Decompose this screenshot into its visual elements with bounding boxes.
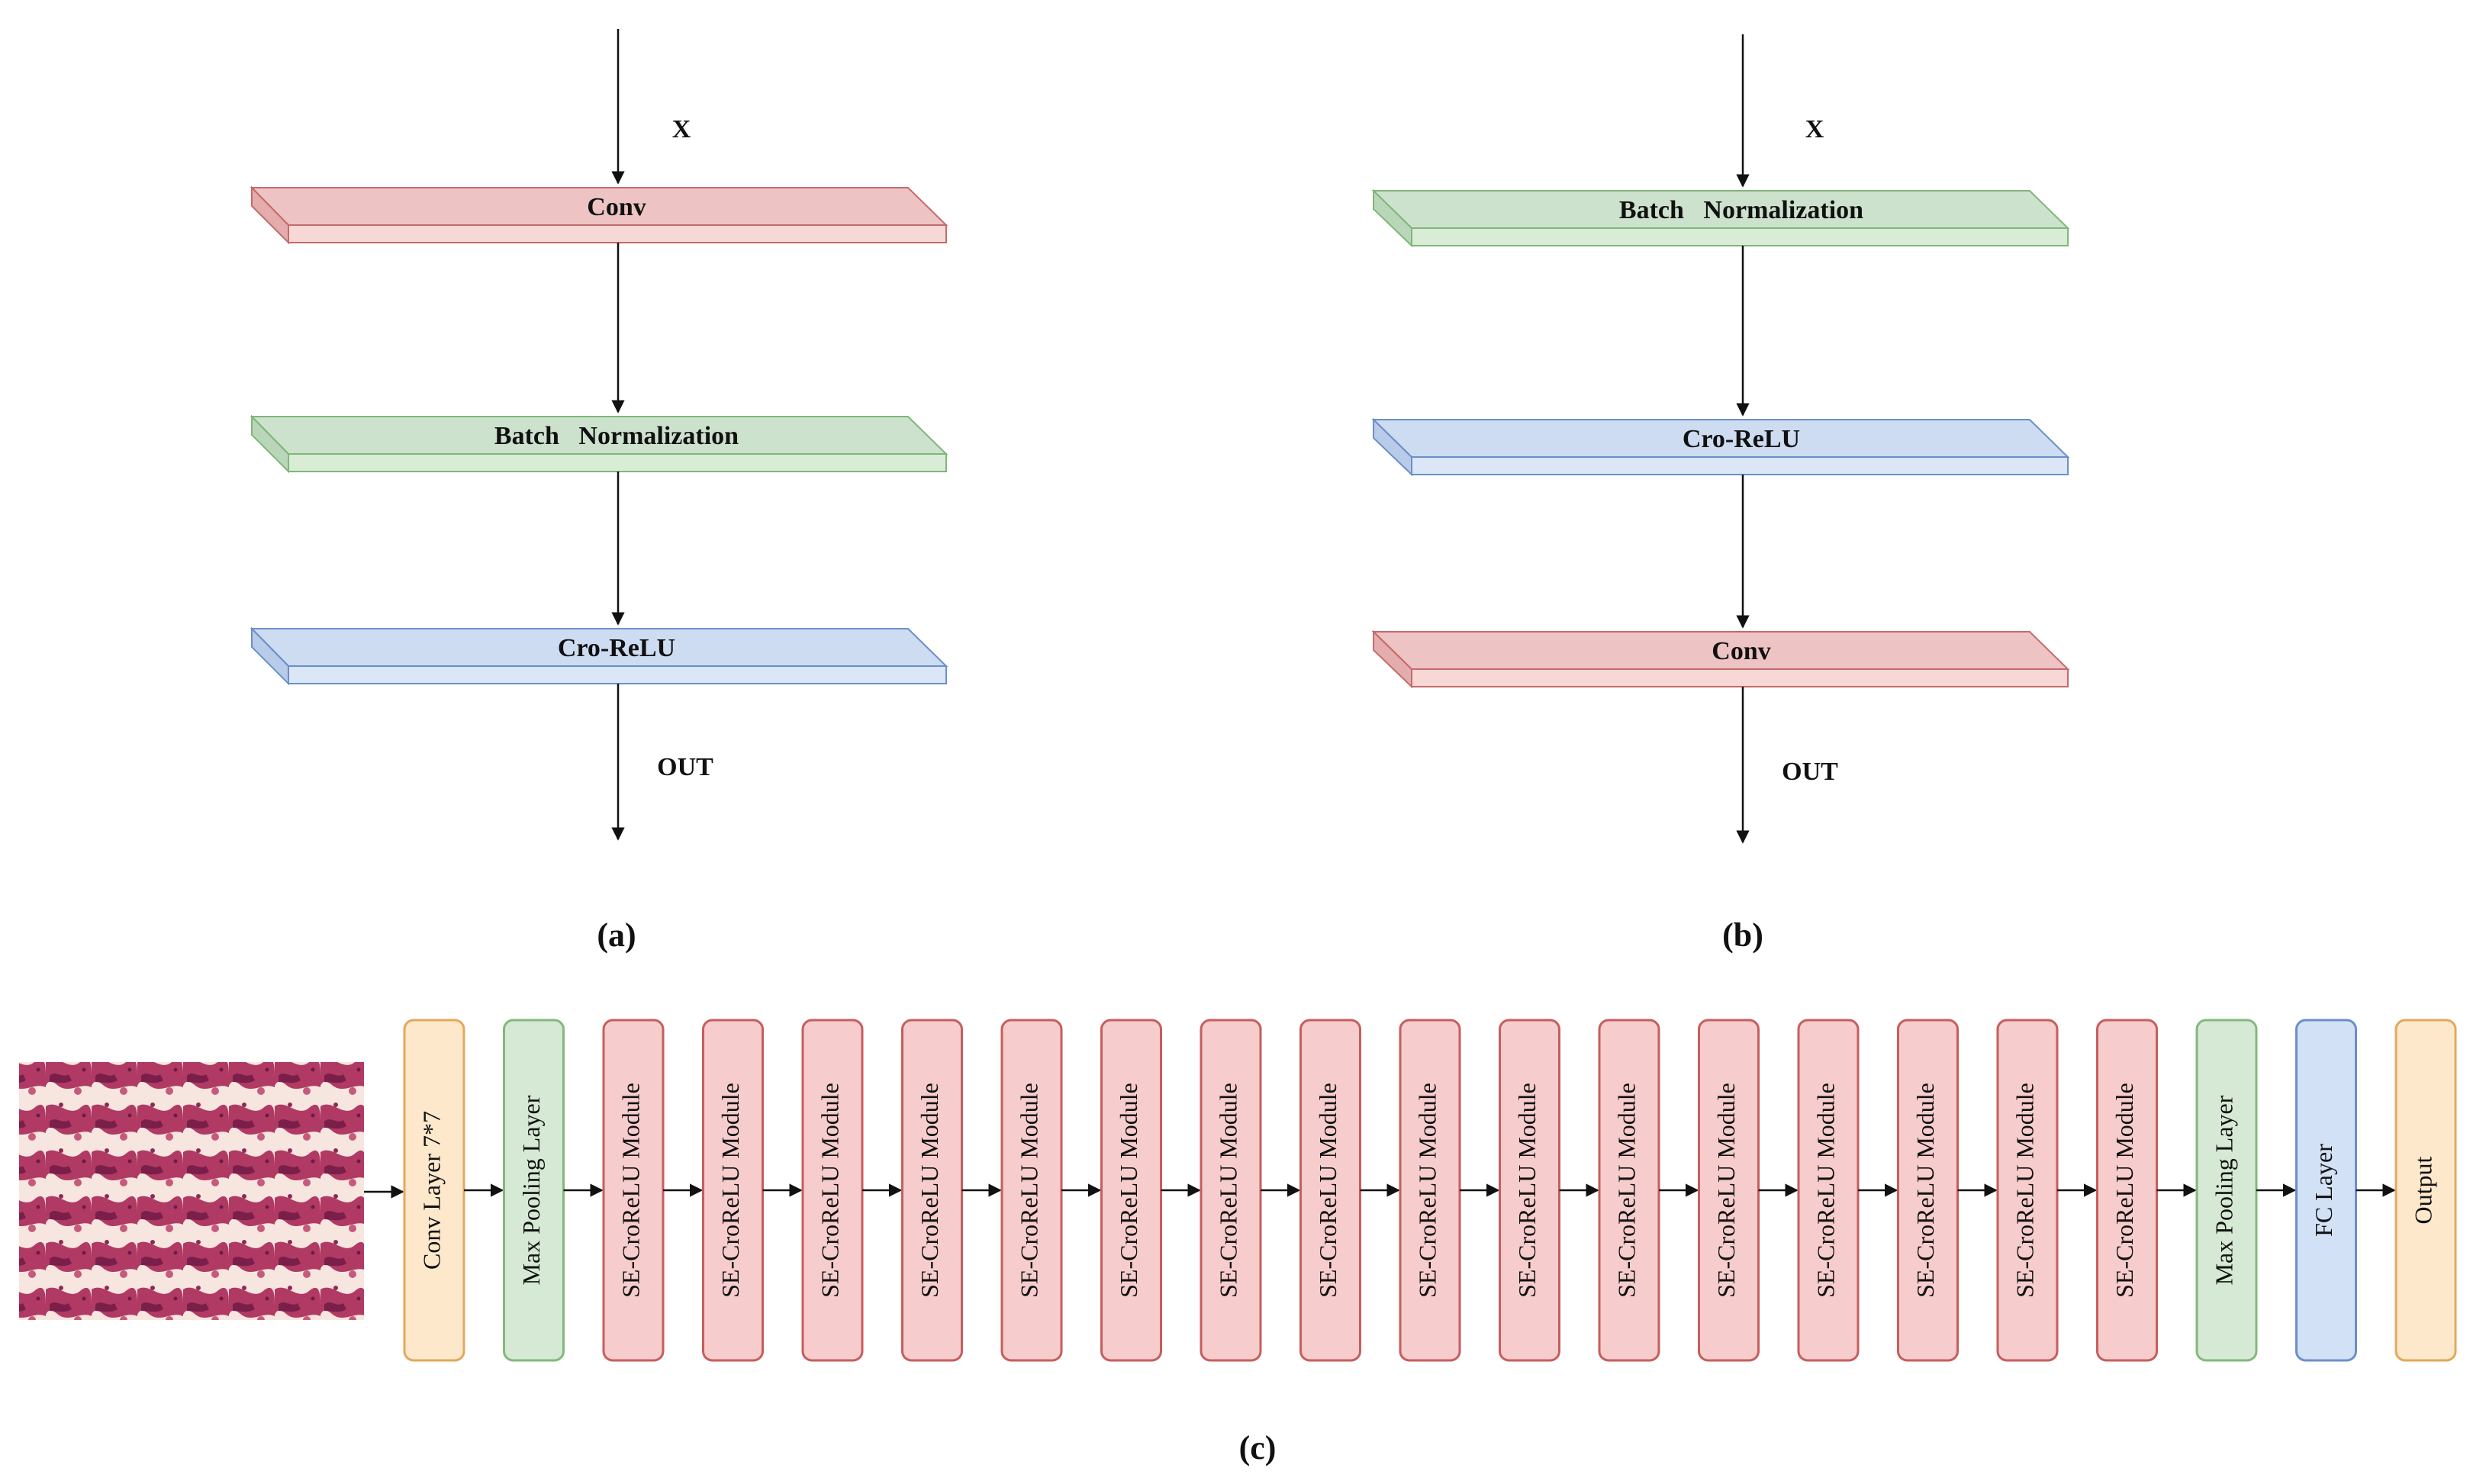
- se-crorelu-module-block: SE-CroReLU Module: [1200, 1019, 1262, 1362]
- conv-layer: Conv: [1371, 629, 2070, 689]
- block-label: SE-CroReLU Module: [1214, 1083, 1241, 1298]
- se-crorelu-module-block: SE-CroReLU Module: [1698, 1019, 1760, 1362]
- se-crorelu-module-block: SE-CroReLU Module: [702, 1019, 764, 1362]
- cro-relu-layer: Cro-ReLU: [1371, 417, 2070, 477]
- layer-label: Conv: [587, 193, 646, 221]
- max-pooling-layer-block: Max Pooling Layer: [503, 1019, 565, 1362]
- block-label: SE-CroReLU Module: [1911, 1083, 1939, 1298]
- se-crorelu-module-block: SE-CroReLU Module: [801, 1019, 864, 1362]
- output-label: OUT: [1782, 758, 1838, 786]
- se-crorelu-module-block: SE-CroReLU Module: [1399, 1019, 1461, 1362]
- block-label: SE-CroReLU Module: [916, 1083, 943, 1298]
- block-label: SE-CroReLU Module: [1612, 1083, 1640, 1298]
- panel-c: Conv Layer 7*7 Max Pooling Layer SE-CroReL…: [19, 1019, 2457, 1466]
- block-label: SE-CroReLU Module: [1811, 1083, 1839, 1298]
- block-label: SE-CroReLU Module: [816, 1083, 843, 1298]
- se-crorelu-module-block: SE-CroReLU Module: [1299, 1019, 1361, 1362]
- se-crorelu-module-block: SE-CroReLU Module: [1996, 1019, 2059, 1362]
- block-label: SE-CroReLU Module: [2111, 1083, 2138, 1298]
- se-crorelu-module-block: SE-CroReLU Module: [1598, 1019, 1660, 1362]
- block-label: SE-CroReLU Module: [1413, 1083, 1441, 1298]
- output-label: OUT: [657, 753, 713, 781]
- se-crorelu-module-block: SE-CroReLU Module: [1000, 1019, 1063, 1362]
- layer-label: Cro-ReLU: [558, 634, 675, 662]
- batch-normalization-layer: Batch Normalization: [250, 414, 948, 474]
- input-label: X: [672, 115, 691, 143]
- batch-normalization-layer: Batch Normalization: [1371, 188, 2070, 248]
- block-label: Output: [2409, 1156, 2436, 1224]
- panel-caption: (b): [1722, 916, 1763, 954]
- input-tissue-image: [19, 1062, 364, 1320]
- cro-relu-layer: Cro-ReLU: [250, 626, 948, 686]
- block-label: SE-CroReLU Module: [1314, 1083, 1341, 1298]
- layer-label: Batch Normalization: [1619, 196, 1863, 224]
- block-label: Max Pooling Layer: [517, 1095, 545, 1285]
- block-label: SE-CroReLU Module: [1712, 1083, 1740, 1298]
- block-label: Conv Layer 7*7: [417, 1111, 445, 1270]
- fc-layer-block: FC Layer: [2295, 1019, 2357, 1362]
- conv-layer-7-7-block: Conv Layer 7*7: [403, 1019, 465, 1362]
- se-crorelu-module-block: SE-CroReLU Module: [1797, 1019, 1860, 1362]
- block-label: SE-CroReLU Module: [717, 1083, 744, 1298]
- layer-label: Cro-ReLU: [1683, 425, 1800, 453]
- se-crorelu-module-block: SE-CroReLU Module: [1100, 1019, 1162, 1362]
- block-label: SE-CroReLU Module: [617, 1083, 644, 1298]
- panel-b: X Batch Normalization Cro-ReLU Conv OUT …: [1371, 34, 2070, 954]
- input-label: X: [1805, 115, 1824, 143]
- panel-a: X Conv Batch Normalization Cro-ReLU OUT …: [250, 29, 948, 954]
- block-label: SE-CroReLU Module: [1115, 1083, 1142, 1298]
- layer-label: Batch Normalization: [494, 422, 739, 450]
- conv-layer: Conv: [250, 185, 948, 245]
- layer-label: Conv: [1712, 637, 1770, 665]
- se-crorelu-module-block: SE-CroReLU Module: [1897, 1019, 1959, 1362]
- panel-caption: (c): [1239, 1429, 1277, 1466]
- block-label: SE-CroReLU Module: [2011, 1083, 2038, 1298]
- se-crorelu-module-block: SE-CroReLU Module: [2096, 1019, 2158, 1362]
- output-block: Output: [2394, 1019, 2457, 1362]
- block-label: FC Layer: [2310, 1144, 2337, 1237]
- se-crorelu-module-block: SE-CroReLU Module: [602, 1019, 665, 1362]
- se-crorelu-module-block: SE-CroReLU Module: [1499, 1019, 1560, 1362]
- block-label: SE-CroReLU Module: [1513, 1083, 1541, 1298]
- block-label: SE-CroReLU Module: [1015, 1083, 1042, 1298]
- max-pooling-layer-block: Max Pooling Layer: [2195, 1019, 2258, 1362]
- block-label: Max Pooling Layer: [2210, 1095, 2237, 1285]
- se-crorelu-module-block: SE-CroReLU Module: [901, 1019, 963, 1362]
- pipeline-blocks: Conv Layer 7*7 Max Pooling Layer SE-CroReL…: [403, 1019, 2457, 1362]
- panel-caption: (a): [597, 916, 636, 954]
